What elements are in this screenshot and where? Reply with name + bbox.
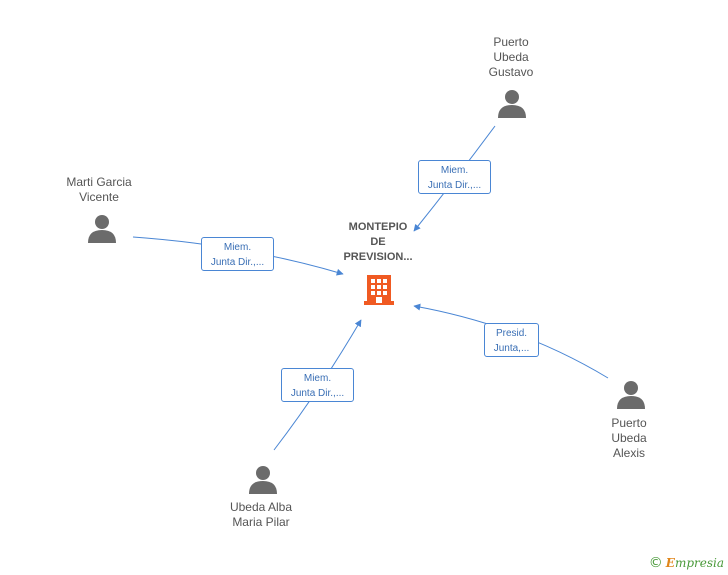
relation-body: Junta Dir.,... bbox=[427, 180, 482, 191]
empresia-logo: ©Empresia bbox=[649, 555, 724, 571]
relation-role: Miem. bbox=[303, 373, 332, 384]
relation-box-gustavo[interactable]: Miem. Junta Dir.,... bbox=[418, 160, 491, 194]
person-name-gustavo[interactable]: Puerto Ubeda Gustavo bbox=[488, 35, 534, 79]
person-icon[interactable] bbox=[248, 464, 278, 494]
person-name-vicente[interactable]: Marti Garcia Vicente bbox=[66, 175, 132, 204]
person-icon[interactable] bbox=[87, 213, 117, 243]
company-name[interactable]: MONTEPIO DE PREVISION... bbox=[343, 221, 413, 263]
relation-role: Miem. bbox=[223, 242, 252, 253]
person-name-alexis[interactable]: Puerto Ubeda Alexis bbox=[611, 416, 647, 460]
relation-box-alexis[interactable]: Presid. Junta,... bbox=[484, 323, 539, 357]
person-icon[interactable] bbox=[616, 379, 646, 409]
relation-role: Miem. bbox=[440, 165, 469, 176]
brand-e: E bbox=[665, 556, 675, 570]
relation-body: Junta,... bbox=[493, 343, 530, 354]
person-icon[interactable] bbox=[497, 88, 527, 118]
relation-body: Junta Dir.,... bbox=[210, 257, 265, 268]
building-icon[interactable] bbox=[364, 273, 394, 305]
brand-rest: mpresia bbox=[674, 556, 724, 570]
relation-box-maria-pilar[interactable]: Miem. Junta Dir.,... bbox=[281, 368, 354, 402]
person-name-maria-pilar[interactable]: Ubeda Alba Maria Pilar bbox=[229, 500, 293, 529]
relation-body: Junta Dir.,... bbox=[290, 388, 345, 399]
relation-box-vicente[interactable]: Miem. Junta Dir.,... bbox=[201, 237, 274, 271]
relation-role: Presid. bbox=[495, 328, 528, 339]
copyright-symbol: © bbox=[648, 555, 663, 571]
